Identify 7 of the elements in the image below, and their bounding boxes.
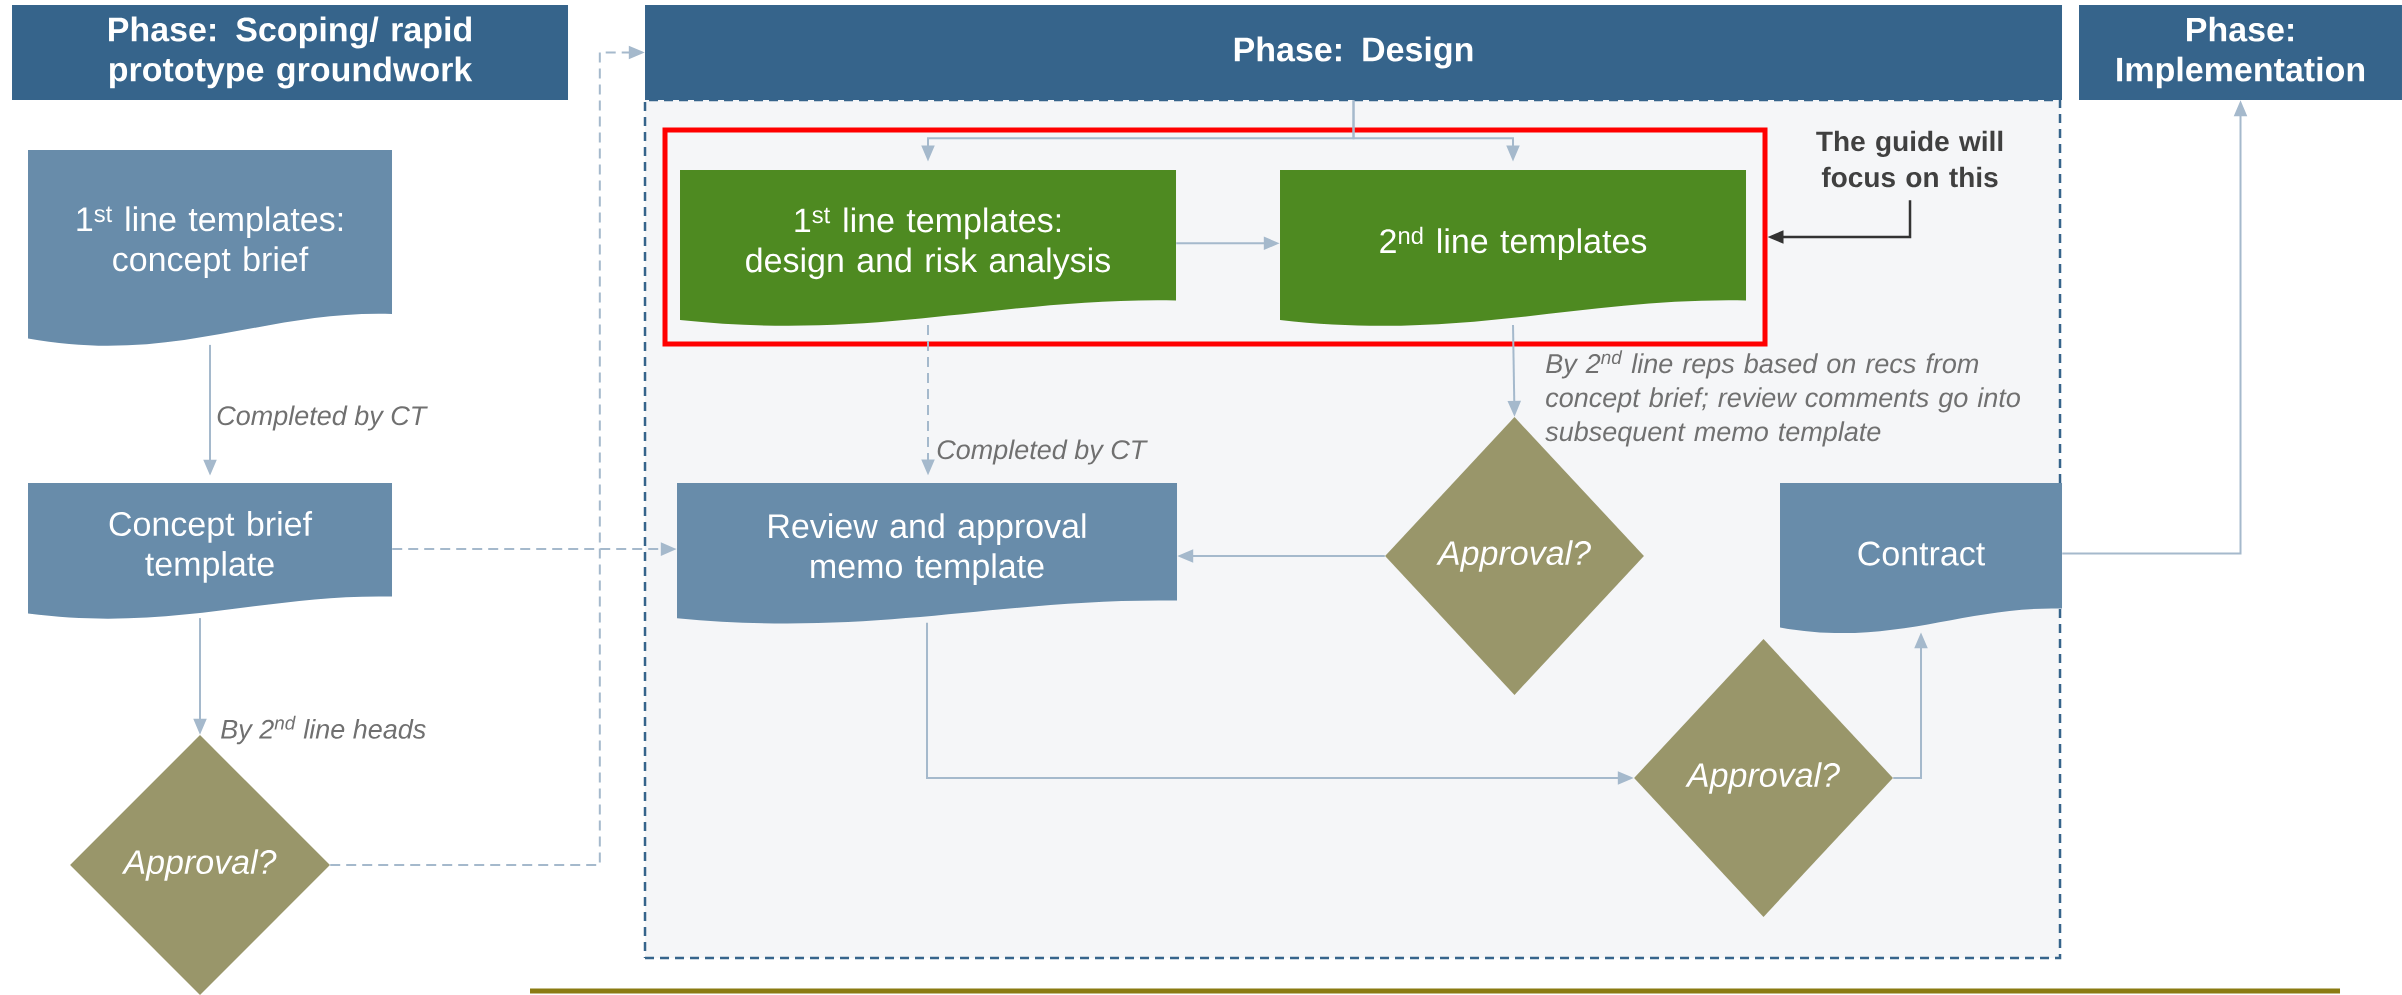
phase-header: Phase: Implementation <box>2079 5 2402 100</box>
callout-text: The guide will focus on this <box>1816 130 2003 188</box>
phase-header: Phase: Scoping/ rapid prototype groundwork <box>12 5 568 100</box>
highlight-frame <box>662 127 1768 347</box>
edge-label: Completed by CT <box>937 439 1148 465</box>
edge-label: Completed by CT <box>217 405 428 431</box>
phase-header: Phase: Design <box>645 5 2062 100</box>
